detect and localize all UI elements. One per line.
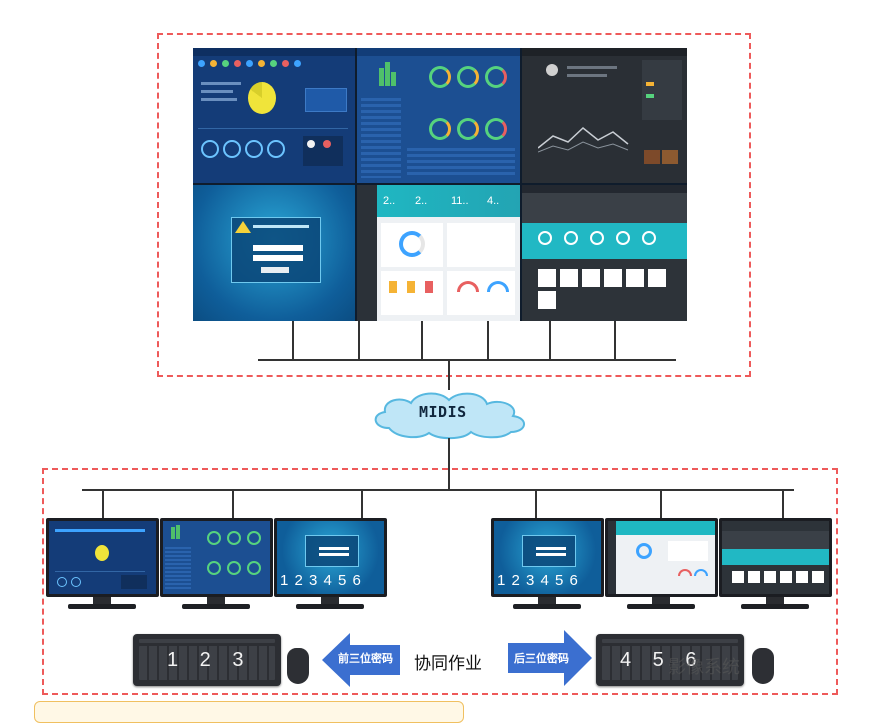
wall-screen-monitoring-dark [522,48,687,183]
wall-screen-gauges-blue [357,48,520,183]
keyboard-icon: 4 5 6 [596,634,744,686]
bottom-drop-3 [361,489,363,523]
count-label: 4.. [487,195,500,207]
bottom-bus-line [82,489,794,491]
top-drop-3 [421,321,423,360]
top-drop-2 [358,321,360,360]
watermark-text: 影像系统 [668,657,740,678]
bottom-drop-5 [660,489,662,523]
mouse-icon [752,648,774,684]
monitor-number-row: 1 2 3 4 5 6 [280,572,361,589]
top-drop-5 [549,321,551,360]
arrow-left-icon [322,633,400,687]
wall-screen-teal-grid [522,185,687,321]
count-label: 2.. [415,195,428,207]
bottom-drop-1 [102,489,104,523]
top-drop-1 [292,321,294,360]
bottom-drop-4 [535,489,537,523]
count-label: 11.. [451,195,469,207]
wall-screen-dashboard-overview [193,48,355,183]
video-wall: 2.. 2.. 11.. 4.. [193,48,687,321]
arrow-left-label: 前三位密码 [338,652,393,665]
keyboard-left-digits: 1 2 3 [167,649,252,671]
server-group-frame [157,33,751,377]
trunk-from-cloud [448,438,450,490]
wall-screen-white-dashboard: 2.. 2.. 11.. 4.. [357,185,520,321]
yellow-pie-chart [248,82,276,114]
top-drop-4 [487,321,489,360]
trunk-to-cloud [448,360,450,390]
arrow-right-label: 后三位密码 [514,652,569,665]
bottom-drop-2 [232,489,234,523]
top-drop-6 [614,321,616,360]
cloud-icon [374,392,525,440]
keyboard-right-digits: 4 5 6 [620,649,705,671]
mouse-icon [287,648,309,684]
count-label: 2.. [383,195,396,207]
workstation-group-frame [42,468,838,695]
arrow-right-icon [508,630,592,686]
keyboard-icon: 1 2 3 [133,634,281,686]
note-box [34,701,464,723]
bottom-drop-6 [782,489,784,523]
monitor-number-row: 1 2 3 4 5 6 [497,572,578,589]
top-bus-line [258,359,676,361]
network-label: MIDIS [419,403,467,421]
collaboration-label: 协同作业 [414,654,482,674]
wall-screen-login [193,185,355,321]
